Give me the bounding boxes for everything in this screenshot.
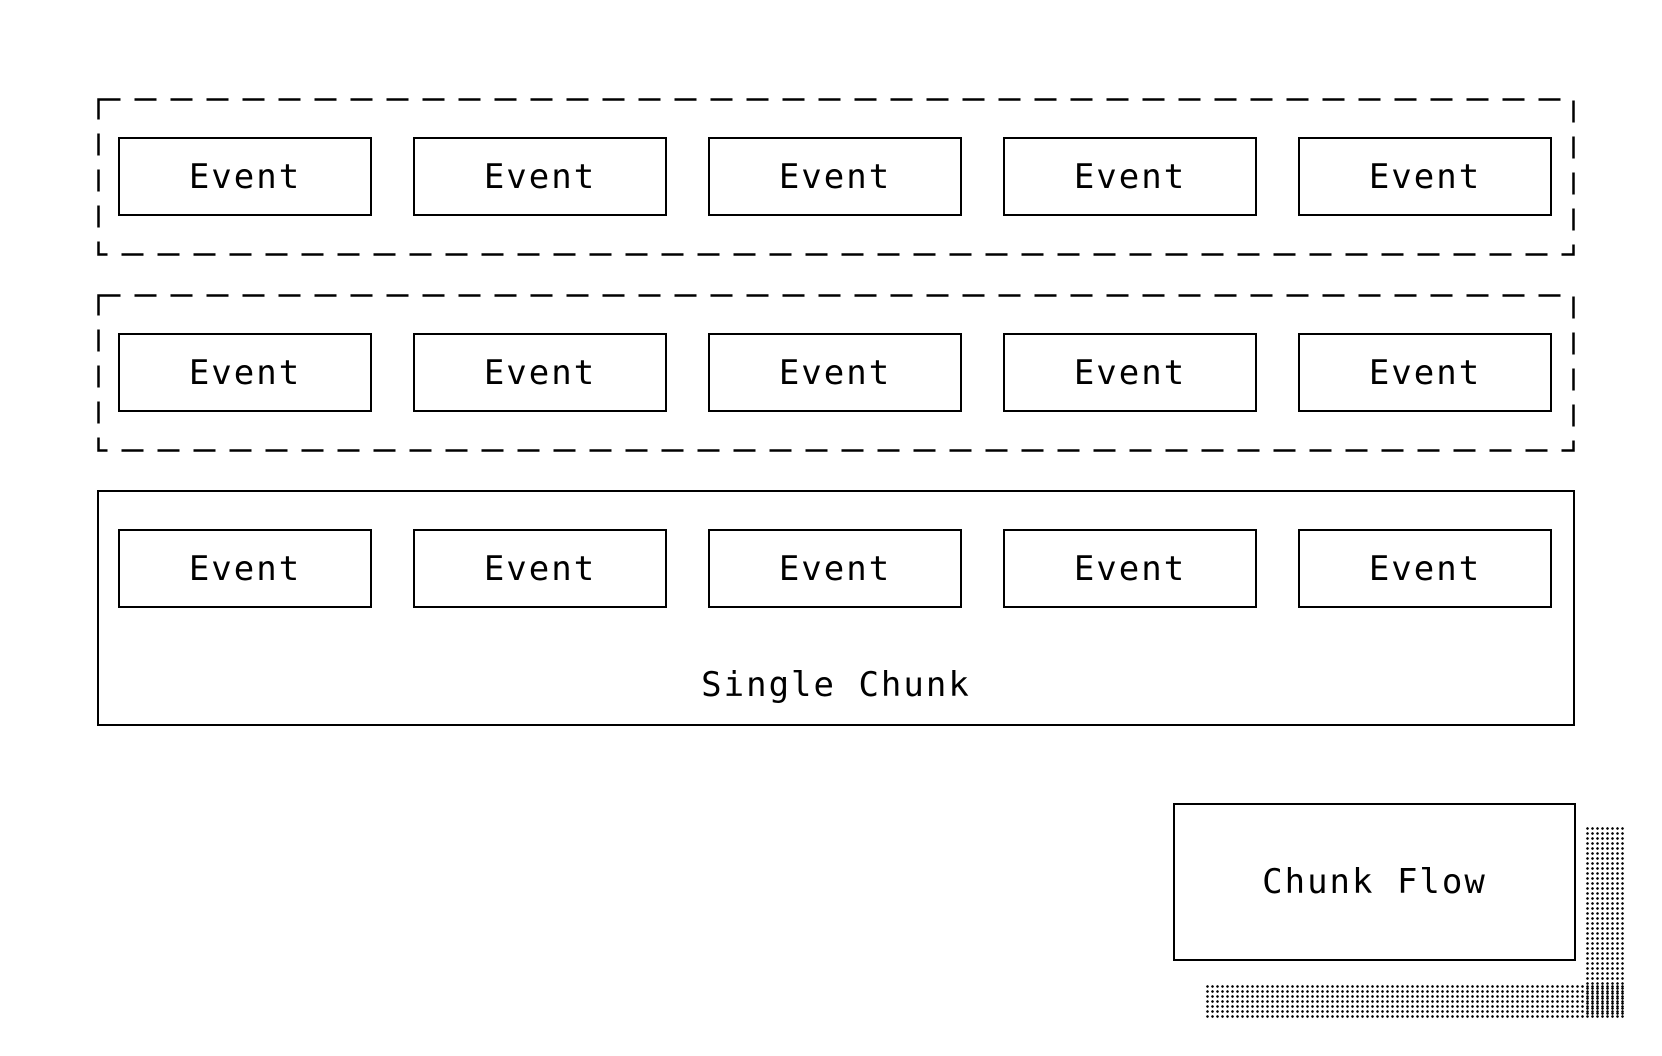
- event-box: Event: [708, 333, 962, 412]
- event-batch-group-1: Event Event Event Event Event: [97, 98, 1575, 256]
- event-box: Event: [118, 333, 372, 412]
- event-batch-group-2: Event Event Event Event Event: [97, 294, 1575, 452]
- event-box: Event: [1298, 333, 1552, 412]
- dashed-border: [97, 294, 1575, 452]
- event-box: Event: [708, 137, 962, 216]
- event-box: Event: [413, 529, 667, 608]
- event-box: Event: [1298, 529, 1552, 608]
- event-box: Event: [1003, 333, 1257, 412]
- single-chunk-group: Event Event Event Event Event Single Chu…: [97, 490, 1575, 726]
- event-box: Event: [1298, 137, 1552, 216]
- event-box: Event: [413, 137, 667, 216]
- event-box: Event: [1003, 529, 1257, 608]
- single-chunk-label: Single Chunk: [701, 665, 971, 705]
- chunk-flow-box: Chunk Flow: [1173, 803, 1576, 961]
- chunk-flow-shadow-bottom: [1205, 984, 1625, 1018]
- event-box: Event: [413, 333, 667, 412]
- event-box: Event: [118, 529, 372, 608]
- event-box: Event: [1003, 137, 1257, 216]
- dashed-border: [97, 98, 1575, 256]
- event-box: Event: [118, 137, 372, 216]
- event-box: Event: [708, 529, 962, 608]
